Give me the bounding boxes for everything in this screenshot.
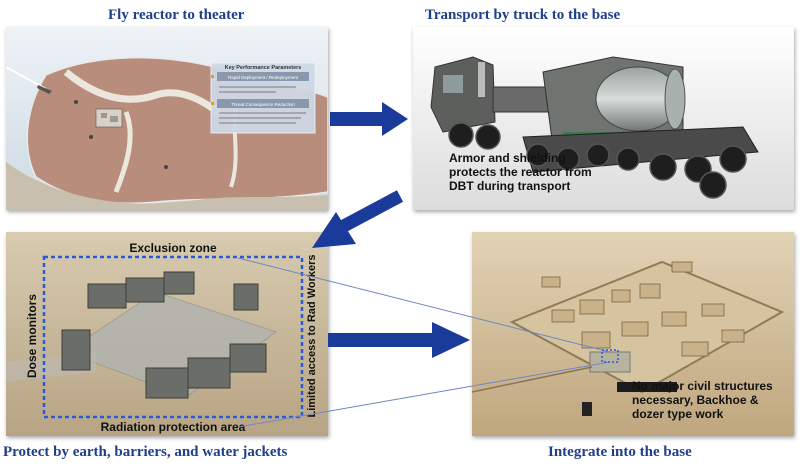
- map-illustration: Key Performance Parameters Rapid Deploym…: [6, 27, 328, 210]
- title-fly-reactor: Fly reactor to theater: [108, 7, 245, 23]
- kpp-row1: Rapid Deployment / Redeployment: [228, 75, 299, 80]
- truck-caption-line2: protects the reactor from: [449, 165, 592, 179]
- arrow-fly-to-truck: [330, 102, 408, 136]
- base-caption-line3: dozer type work: [632, 407, 724, 421]
- protection-illustration: Exclusion zone Radiation protection area…: [6, 232, 328, 436]
- base-caption-line1: No major civil structures: [632, 379, 773, 393]
- truck-panel: Armor and shielding protects the reactor…: [413, 27, 794, 210]
- limited-access-label: Limited access to Rad Workers: [306, 254, 318, 417]
- base-panel: No major civil structures necessary, Bac…: [472, 232, 794, 436]
- truck-caption-line1: Armor and shielding: [449, 151, 566, 165]
- protection-panel: Exclusion zone Radiation protection area…: [6, 232, 328, 436]
- kpp-row2: Threat Consequence Reduction: [231, 102, 295, 107]
- title-transport-truck: Transport by truck to the base: [425, 7, 621, 23]
- truck-wheels: [448, 122, 747, 199]
- truck-caption-line3: DBT during transport: [449, 179, 571, 193]
- kpp-box: Key Performance Parameters Rapid Deploym…: [210, 62, 316, 134]
- base-site-icon: [95, 108, 123, 128]
- arrow-protect-to-base: [328, 322, 470, 358]
- truck-illustration: [413, 27, 794, 210]
- kpp-title: Key Performance Parameters: [225, 65, 302, 71]
- truck-cab: [430, 56, 554, 133]
- base-caption-line2: necessary, Backhoe &: [632, 393, 759, 407]
- title-protect: Protect by earth, barriers, and water ja…: [3, 444, 288, 460]
- aircraft-icon: [37, 85, 52, 94]
- title-integrate: Integrate into the base: [548, 444, 692, 460]
- exclusion-zone-label: Exclusion zone: [129, 241, 217, 255]
- map-panel: Key Performance Parameters Rapid Deploym…: [6, 27, 328, 210]
- radiation-area-label: Radiation protection area: [101, 420, 246, 434]
- river-path: [63, 69, 224, 118]
- dose-monitors-label: Dose monitors: [25, 294, 39, 378]
- reactor-cargo: [522, 56, 759, 173]
